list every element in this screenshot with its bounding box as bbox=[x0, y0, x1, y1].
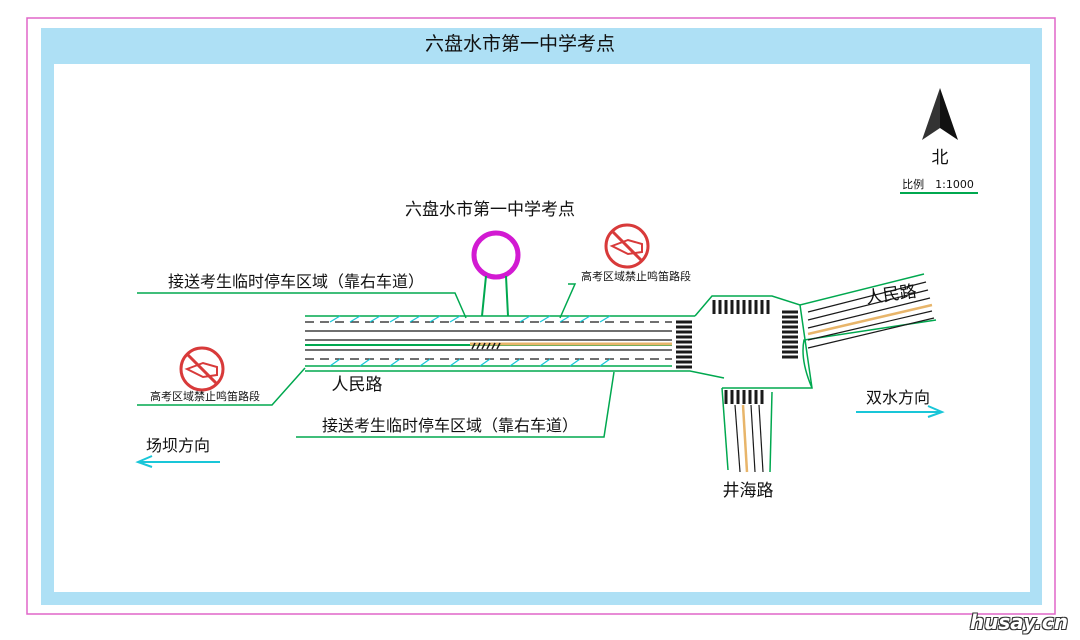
direction-label-west: 场坝方向 bbox=[146, 436, 210, 455]
parking-hatch-top bbox=[329, 315, 611, 323]
school-entrance-path bbox=[481, 275, 509, 317]
road-marking-center bbox=[471, 342, 501, 350]
map-area bbox=[54, 64, 1030, 592]
jinghai-road bbox=[721, 387, 773, 473]
arrow-east-icon bbox=[856, 405, 945, 418]
no-horn-left-leader bbox=[137, 367, 306, 406]
north-label: 北 bbox=[932, 148, 949, 168]
scale-label: 比例 1:1000 bbox=[902, 177, 974, 191]
parking-top-leader bbox=[137, 292, 467, 319]
map-title: 六盘水市第一中学考点 bbox=[425, 33, 615, 55]
no-horn-label-left: 高考区域禁止鸣笛路段 bbox=[150, 389, 260, 403]
renmin-road-west bbox=[305, 315, 725, 379]
road-label-renmin-west: 人民路 bbox=[332, 375, 383, 395]
renmin-road-east bbox=[807, 281, 935, 349]
north-arrow-icon bbox=[922, 88, 958, 140]
no-horn-sign-left-icon bbox=[179, 346, 225, 392]
parking-label-bottom: 接送考生临时停车区域（靠右车道） bbox=[322, 416, 578, 435]
outer-border bbox=[26, 17, 1056, 615]
arrow-west-icon bbox=[135, 455, 220, 468]
watermark: husay.cn bbox=[969, 610, 1068, 634]
no-horn-sign-top-icon bbox=[604, 223, 650, 269]
parking-hatch-bottom bbox=[329, 358, 611, 367]
no-horn-label-top: 高考区域禁止鸣笛路段 bbox=[581, 269, 691, 283]
direction-label-east: 双水方向 bbox=[866, 388, 930, 407]
school-label: 六盘水市第一中学考点 bbox=[405, 200, 575, 220]
school-marker-icon bbox=[471, 230, 521, 280]
road-label-jinghai: 井海路 bbox=[723, 481, 774, 501]
no-horn-top-leader bbox=[559, 283, 577, 319]
parking-bottom-leader bbox=[296, 371, 615, 438]
parking-label-top: 接送考生临时停车区域（靠右车道） bbox=[168, 272, 424, 291]
intersection bbox=[676, 273, 937, 404]
